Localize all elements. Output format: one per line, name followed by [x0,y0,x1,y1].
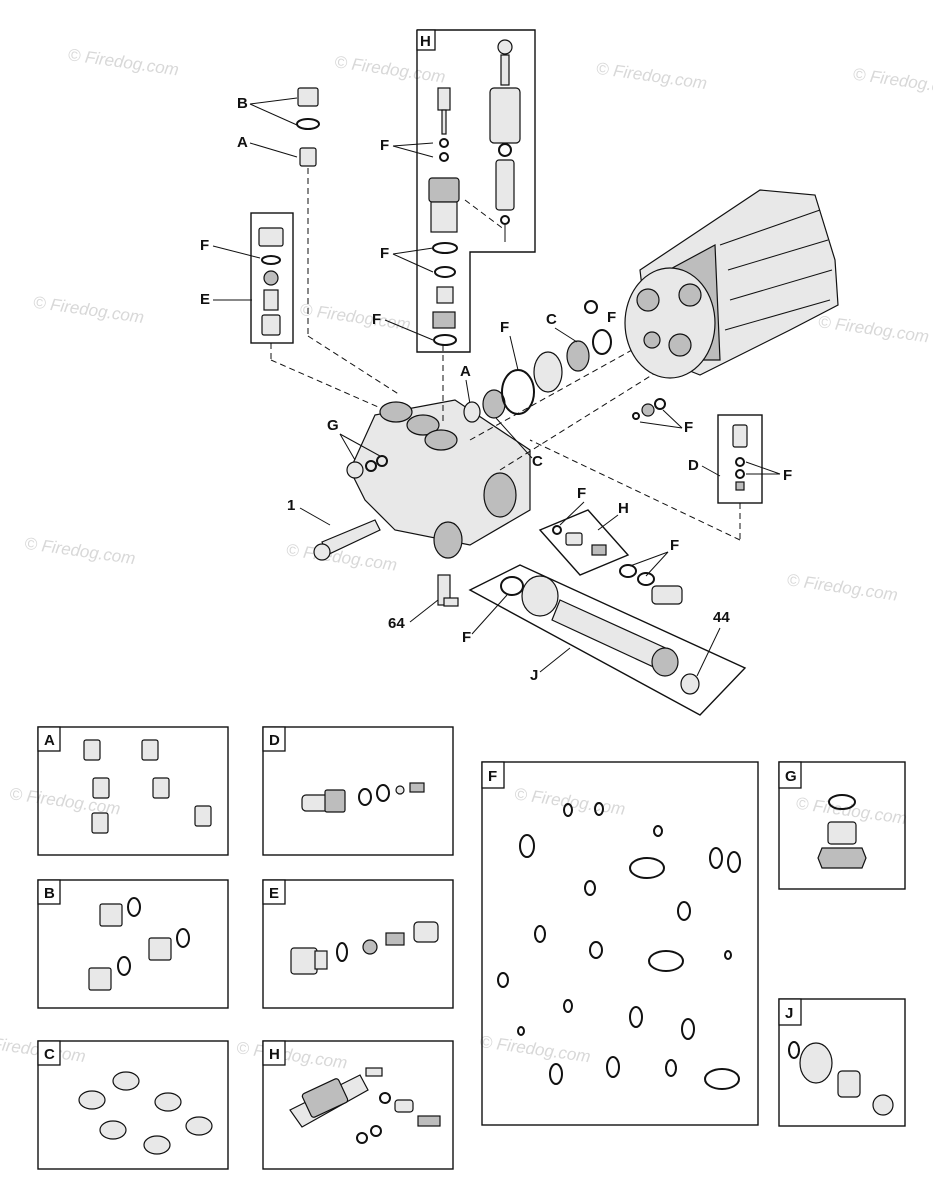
callout-f: F [783,467,792,484]
kit-label-b: B [44,885,55,902]
kit-box-f: F [481,761,759,1126]
unloader-inset-h: H F F F [372,29,536,353]
watermark-text: © Firedog.com [235,1038,348,1072]
callout-44: 44 [713,609,730,626]
crankcase-housing: F F [607,189,839,436]
valve-inset-e: F E [200,212,386,411]
watermark-text: © Firedog.com [23,534,136,568]
callout-h: H [618,500,629,517]
kit-label-h: H [269,1046,280,1063]
kit-box-a: A [37,726,229,856]
kit-box-b: B [37,879,229,1009]
callout-f: F [670,537,679,554]
callout-64: 64 [388,615,405,632]
watermark-text: © Firedog.com [478,1032,591,1066]
kit-box-c: C [37,1040,229,1170]
inlet-inset-j: F J 44 [462,564,747,716]
watermark-text: © Firedog.com [817,312,930,346]
callout-f: F [577,485,586,502]
callout-a: A [460,363,471,380]
callout-d: D [688,457,699,474]
watermark-text: © Firedog.com [67,45,180,79]
pump-manifold: G 1 64 [287,345,531,632]
fitting-inset-d: D F [529,414,792,541]
callout-a: A [237,134,248,151]
watermark-text: © Firedog.com [299,300,412,334]
plug-b-a-group: B A [237,87,401,396]
callout-f: F [380,245,389,262]
callout-f: F [380,137,389,154]
watermark-text: © Firedog.com [513,784,626,818]
callout-f: F [200,237,209,254]
callout-j: J [530,667,538,684]
kit-box-h: H [262,1040,454,1170]
callout-b: B [237,95,248,112]
kit-box-j: J [778,998,906,1127]
kit-label-g: G [785,768,797,785]
callout-c: C [532,453,543,470]
callout-f: F [500,319,509,336]
kit-box-d: D [262,726,454,856]
callout-h-top: H [420,33,431,50]
callout-f: F [684,419,693,436]
kit-box-g: G [778,761,906,890]
kit-label-f: F [488,768,497,785]
callout-g: G [327,417,339,434]
callout-e: E [200,291,210,308]
callout-1: 1 [287,497,295,514]
callout-f: F [372,311,381,328]
kit-label-e: E [269,885,279,902]
callout-f: F [462,629,471,646]
kit-label-j: J [785,1005,793,1022]
kit-label-c: C [44,1046,55,1063]
kit-label-a: A [44,732,55,749]
watermark-text: © Firedog.com [786,570,899,604]
plug-with-rings: F [619,537,683,605]
kit-label-d: D [269,732,280,749]
seal-stack: A C F C [460,300,661,471]
callout-c: C [546,311,557,328]
check-valve-inset-h: F H [538,485,630,576]
watermark-text: © Firedog.com [852,65,933,99]
kit-box-e: E [262,879,454,1009]
watermark-text: © Firedog.com [333,52,446,86]
watermark-text: © Firedog.com [595,59,708,93]
watermark-text: © Firedog.com [32,293,145,327]
callout-f: F [607,309,616,326]
